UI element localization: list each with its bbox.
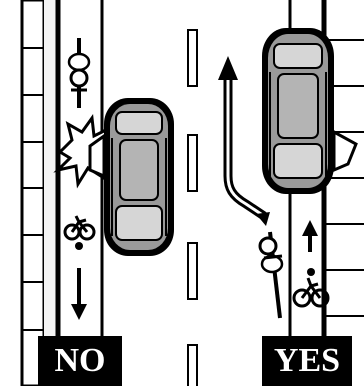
yes-label: YES bbox=[262, 336, 352, 386]
no-label: NO bbox=[38, 336, 122, 386]
left-sidewalk bbox=[22, 0, 44, 386]
